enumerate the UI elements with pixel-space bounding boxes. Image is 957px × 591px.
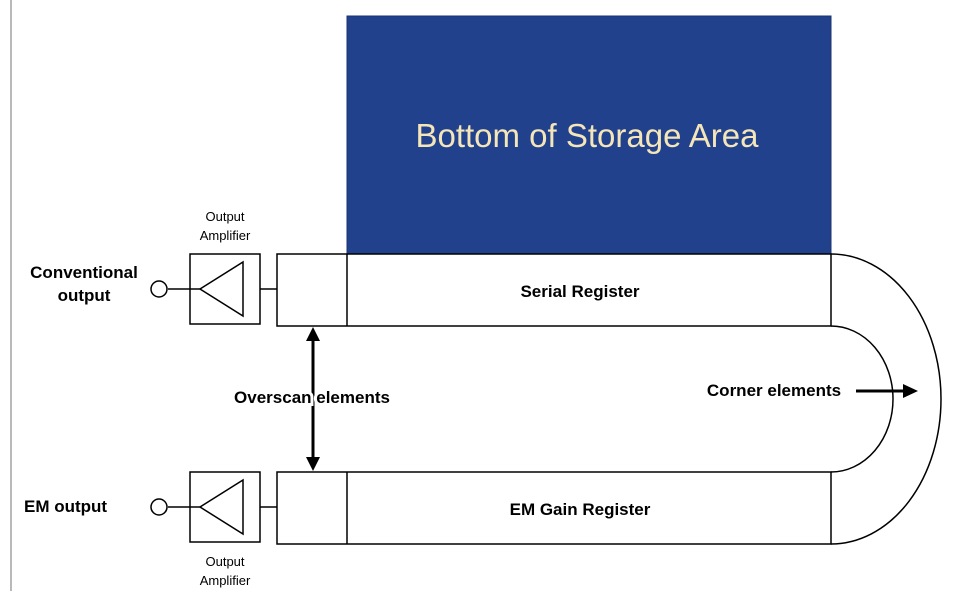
amplifier-bottom-triangle-icon (198, 478, 244, 536)
storage-area-label: Bottom of Storage Area (415, 117, 759, 154)
amplifier-top-label-line1: Output (205, 209, 244, 224)
corner-outer-arc (830, 253, 942, 545)
em-gain-register-row (276, 471, 832, 545)
serial-register-label: Serial Register (520, 282, 639, 301)
output-amplifier-bottom (189, 471, 261, 543)
overscan-elements-label: Overscan elements (234, 388, 390, 407)
amplifier-top-label-line2: Amplifier (200, 228, 251, 243)
em-gain-register-label: EM Gain Register (510, 500, 651, 519)
storage-area-block (346, 15, 832, 255)
serial-register-row (276, 253, 832, 327)
conventional-output-label-line2: output (58, 286, 111, 305)
amplifier-top-triangle-icon (198, 260, 244, 318)
conventional-output-terminal-icon (150, 280, 168, 298)
output-amplifier-top (189, 253, 261, 325)
left-border-line (10, 0, 12, 591)
em-output-label: EM output (24, 497, 107, 516)
em-output-terminal-icon (150, 498, 168, 516)
overscan-arrow-down-icon (306, 457, 320, 471)
corner-elements-label: Corner elements (707, 381, 841, 400)
corner-inner-arc (830, 325, 894, 473)
corner-arrow-head-icon (903, 384, 918, 398)
amplifier-bottom-label-line2: Amplifier (200, 573, 251, 588)
conventional-output-label-line1: Conventional (30, 263, 138, 282)
overscan-arrow-up-icon (306, 327, 320, 341)
amplifier-bottom-label-line1: Output (205, 554, 244, 569)
